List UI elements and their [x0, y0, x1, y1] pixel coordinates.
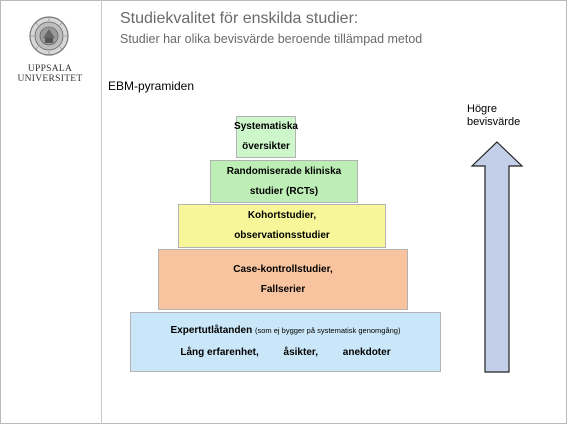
higher-evidence-label: Högre bevisvärde — [467, 103, 520, 129]
slide-title: Studiekvalitet för enskilda studier: — [120, 10, 359, 27]
level-line: studier (RCTs) — [249, 185, 319, 197]
level-line: Case-kontrollstudier, — [233, 263, 333, 275]
expert-part: åsikter, — [283, 347, 319, 358]
level-line: observationsstudier — [234, 230, 330, 241]
pyramid-level-case-control: Case-kontrollstudier, Fallserier — [158, 249, 408, 310]
level-line: Fallserier — [260, 283, 306, 295]
level-line: Kohortstudier, — [247, 210, 317, 221]
pyramid-level-expert-opinion: Expertutlåtanden (som ej bygger på syste… — [130, 312, 441, 372]
level-line: Randomiserade kliniska — [226, 165, 342, 177]
expert-title: Expertutlåtanden — [170, 325, 253, 336]
expert-part: anekdoter — [342, 347, 391, 358]
higher-evidence-line2: bevisvärde — [467, 116, 521, 128]
up-arrow-icon — [470, 141, 524, 373]
expert-note: (som ej bygger på systematisk genomgång) — [254, 326, 401, 335]
university-name: UPPSALA UNIVERSITET — [4, 64, 96, 84]
pyramid-level-rct: Randomiserade kliniska studier (RCTs) — [210, 160, 358, 203]
university-name-line1: UPPSALA — [27, 64, 73, 74]
sidebar-divider — [101, 0, 102, 424]
pyramid-level-cohort: Kohortstudier, observationsstudier — [178, 204, 386, 248]
slide-subtitle: Studier har olika bevisvärde beroende ti… — [120, 32, 423, 46]
expert-line1: Expertutlåtanden (som ej bygger på syste… — [171, 320, 401, 342]
pyramid-level-systematic-reviews: Systematiska översikter — [234, 116, 298, 158]
expert-part: Lång erfarenhet, — [180, 347, 259, 358]
university-seal-logo — [29, 16, 69, 56]
up-arrow-shape — [470, 141, 524, 373]
section-label: EBM-pyramiden — [108, 79, 195, 93]
university-name-line2: UNIVERSITET — [17, 74, 83, 84]
higher-evidence-line1: Högre — [467, 103, 497, 115]
level-line: översikter — [242, 141, 290, 152]
expert-line2: Lång erfarenhet, åsikter, anekdoter — [180, 342, 390, 364]
level-line: Systematiska — [234, 121, 298, 132]
